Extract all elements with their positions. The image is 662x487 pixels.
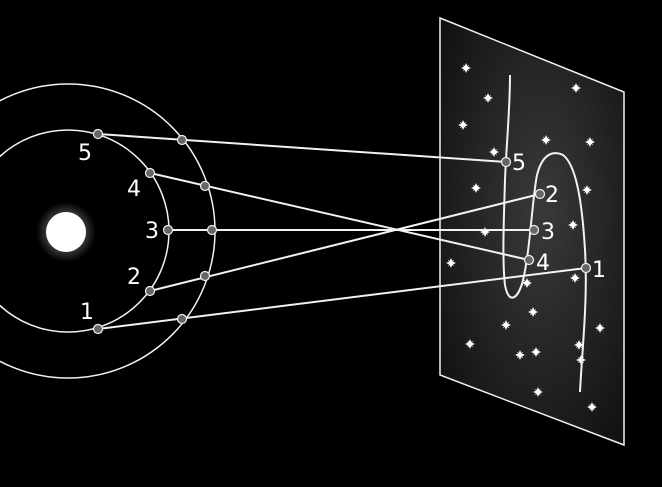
projection-label-5: 5 [512,151,526,176]
sun [46,212,86,252]
node-projection-3 [530,226,539,235]
node-crossing-1 [178,315,187,324]
node-orbit-1 [94,325,103,334]
node-projection-4 [525,256,534,265]
node-projection-5 [502,158,511,167]
orbit-label-3: 3 [145,219,159,244]
projection-label-2: 2 [545,183,559,208]
node-crossing-2 [201,272,210,281]
node-orbit-4 [146,169,155,178]
projection-label-4: 4 [536,251,550,276]
orbit-label-1: 1 [80,300,94,325]
node-orbit-3 [164,226,173,235]
node-projection-1 [582,264,591,273]
node-crossing-3 [208,226,217,235]
projection-label-1: 1 [592,258,606,283]
node-crossing-5 [178,136,187,145]
orbit-label-4: 4 [127,177,141,202]
projection-label-3: 3 [541,220,555,245]
node-orbit-5 [94,130,103,139]
node-orbit-2 [146,287,155,296]
node-projection-2 [536,190,545,199]
node-crossing-4 [201,182,210,191]
orbit-label-5: 5 [78,141,92,166]
orbit-label-2: 2 [127,265,141,290]
